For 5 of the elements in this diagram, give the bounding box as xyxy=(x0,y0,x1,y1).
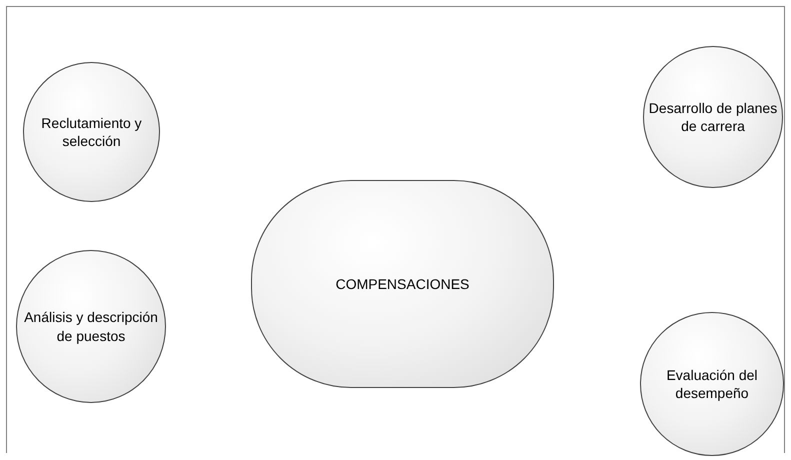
node-label: COMPENSACIONES xyxy=(336,274,470,294)
node-label: Reclutamiento y selección xyxy=(40,114,143,150)
node-label: Análisis y descripción de puestos xyxy=(23,308,159,345)
node-label: Evaluación del desempeño xyxy=(665,366,759,402)
node-label: Desarrollo de planes de carrera xyxy=(648,98,778,136)
